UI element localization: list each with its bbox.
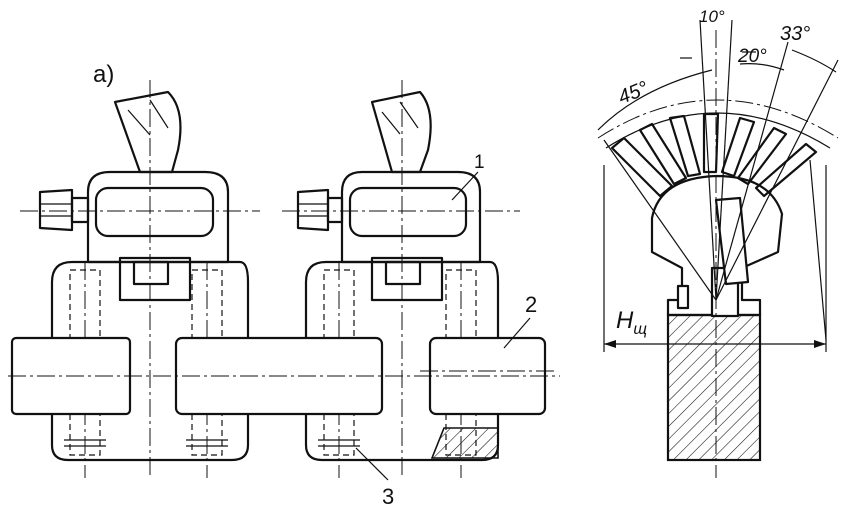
cutaway-section: [430, 427, 499, 459]
nut-left: [38, 188, 74, 232]
window-left: [94, 186, 215, 238]
upper-housing-right: [340, 170, 482, 264]
cutter-tooth-left: [113, 90, 182, 174]
leader-2: [503, 317, 531, 349]
lower-body-left: [50, 260, 250, 462]
shaft: [8, 336, 560, 416]
upper-housing-left: [86, 170, 230, 264]
window-right: [348, 186, 468, 238]
cutter-holder-left: [20, 80, 260, 478]
callout-2: 2: [525, 292, 537, 317]
cutter-holder-right: [282, 80, 520, 478]
leader-3: [355, 447, 389, 481]
callout-3: 3: [382, 484, 394, 509]
leader-1: [451, 171, 479, 201]
height-symbol: Hщ: [616, 307, 647, 338]
panel-label: а): [93, 61, 114, 88]
height-symbol-sub: щ: [633, 321, 647, 338]
fan-holder-stem: [666, 313, 762, 462]
cutter-tooth-right: [370, 90, 432, 174]
angle-45: 45°: [615, 77, 651, 109]
angle-20: 20°: [737, 46, 767, 67]
callout-1: 1: [474, 152, 485, 173]
angle-10: 10°: [699, 7, 725, 26]
angle-33: 33°: [780, 23, 810, 45]
nut-right: [296, 188, 330, 232]
fan-view: [597, 19, 839, 478]
height-symbol-main: H: [616, 307, 634, 334]
